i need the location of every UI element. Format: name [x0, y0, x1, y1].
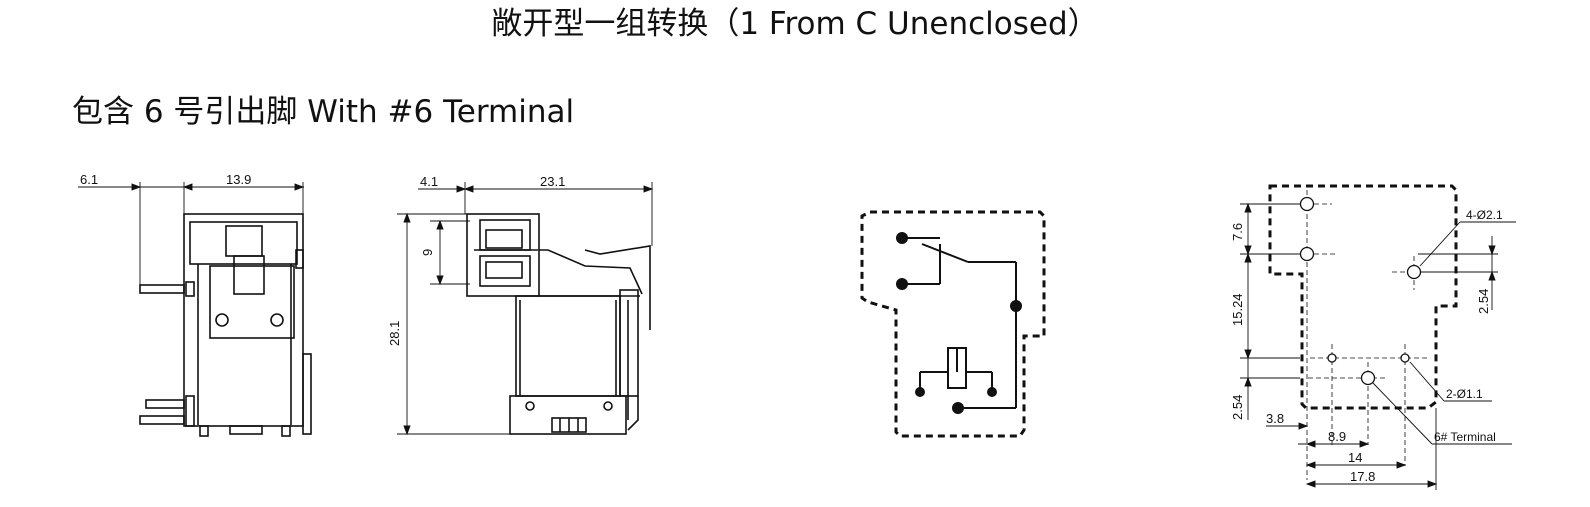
pcb-dim-15-24: 15.24 — [1230, 293, 1245, 326]
pcb-dim-17-8: 17.8 — [1350, 469, 1375, 484]
section-subtitle: 包含 6 号引出脚 With #6 Terminal — [72, 94, 575, 130]
pcb-label-terminal-6: 6# Terminal — [1434, 430, 1496, 444]
front-dim-13-9: 13.9 — [226, 172, 251, 187]
pcb-layout — [1240, 184, 1516, 490]
pcb-dim-8-9: 8.9 — [1328, 429, 1346, 444]
side-dim-28-1: 28.1 — [387, 321, 402, 346]
pcb-dim-14: 14 — [1348, 450, 1362, 465]
side-dim-23-1: 23.1 — [540, 174, 565, 189]
pcb-dim-3-8: 3.8 — [1266, 411, 1284, 426]
front-dim-6-1: 6.1 — [80, 172, 98, 187]
page-title: 敞开型一组转换（1 From C Unenclosed） — [491, 6, 1099, 42]
pcb-dim-7-6: 7.6 — [1230, 223, 1245, 241]
pcb-dim-2-54-bottom: 2.54 — [1230, 395, 1245, 420]
circuit-schematic — [860, 210, 1046, 438]
side-dim-9: 9 — [420, 249, 435, 256]
side-dim-4-1: 4.1 — [420, 174, 438, 189]
pcb-dim-2-54-right: 2.54 — [1476, 289, 1491, 314]
side-view — [397, 182, 654, 436]
front-view — [78, 182, 312, 437]
pcb-label-holes-4: 4-Ø2.1 — [1466, 208, 1503, 222]
pcb-label-holes-2: 2-Ø1.1 — [1446, 387, 1483, 401]
